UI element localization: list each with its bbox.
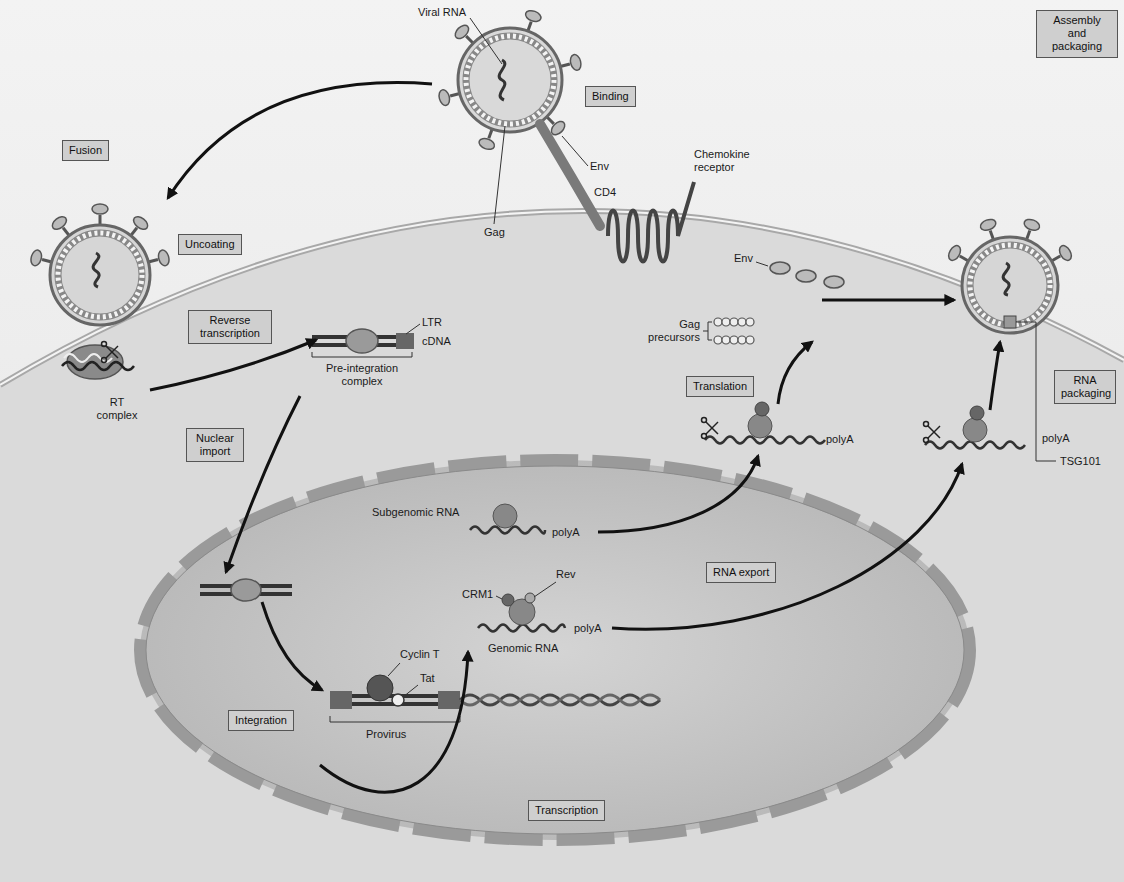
cd4-receptor	[540, 124, 600, 226]
annotation-label: polyA	[1042, 432, 1070, 445]
annotation-label: Pre-integration complex	[312, 362, 412, 388]
stage-label: Transcription	[535, 804, 598, 817]
annotation-label: CRM1	[462, 588, 493, 601]
nucleus	[140, 460, 970, 840]
annotation-label: polyA	[826, 433, 854, 446]
env-leader	[562, 136, 588, 166]
stage-label-box: Translation	[686, 376, 754, 397]
gag-leader	[494, 126, 505, 224]
annotation-label: Gag precursors	[636, 318, 700, 344]
nuclear-envelope-line	[146, 466, 964, 834]
annotation-label: RT complex	[92, 396, 142, 422]
budding-virion	[946, 217, 1074, 333]
stage-label-box: Reverse transcription	[188, 310, 272, 344]
annotation-label: Rev	[556, 568, 576, 581]
annotation-label: TSG101	[1060, 455, 1101, 468]
cell-membrane	[0, 211, 1124, 385]
stage-label: Fusion	[69, 144, 102, 157]
annotation-label: Chemokine receptor	[694, 148, 766, 174]
annotation-label: Gag	[484, 226, 505, 239]
env-proteins	[756, 262, 844, 288]
stage-label-box: Fusion	[62, 140, 109, 161]
process-arrows	[150, 83, 1000, 793]
fusing-virion	[29, 204, 170, 325]
cytoplasm	[0, 211, 1124, 882]
provirus	[330, 663, 660, 722]
annotation-label: cDNA	[422, 335, 451, 348]
stage-label-box: Binding	[585, 86, 636, 107]
imported-complex	[200, 579, 292, 601]
stage-label-box: Uncoating	[178, 234, 242, 255]
annotation-label: CD4	[594, 186, 616, 199]
stage-label-box: RNA export	[706, 562, 776, 583]
stage-label: RNA packaging	[1061, 374, 1109, 400]
stage-label-box: Assembly and packaging	[1036, 10, 1118, 58]
viral-rna-leader	[470, 18, 502, 64]
stage-label: Translation	[693, 380, 747, 393]
annotation-label: polyA	[552, 526, 580, 539]
annotation-label: Tat	[420, 672, 435, 685]
annotation-label: Env	[734, 252, 753, 265]
chemokine-receptor	[608, 182, 694, 262]
stage-label: Binding	[592, 90, 629, 103]
annotation-label: Genomic RNA	[488, 642, 558, 655]
annotation-label: LTR	[422, 316, 442, 329]
annotation-label: Env	[590, 160, 609, 173]
annotation-label: Cyclin T	[400, 648, 440, 661]
annotation-label: Provirus	[366, 728, 406, 741]
packaged-rna	[924, 406, 1026, 449]
virion	[437, 9, 582, 152]
annotation-label: Viral RNA	[418, 6, 466, 19]
rt-complex	[62, 342, 134, 380]
stage-label: Assembly and packaging	[1043, 14, 1111, 54]
stage-label: RNA export	[713, 566, 769, 579]
subgenomic-rna	[470, 504, 545, 534]
stage-label-box: RNA packaging	[1054, 370, 1116, 404]
stage-label: Nuclear import	[193, 432, 237, 458]
stage-label: Uncoating	[185, 238, 235, 251]
stage-label-box: Transcription	[528, 800, 605, 821]
stage-label: Integration	[235, 714, 287, 727]
translated-rna	[702, 402, 826, 444]
stage-label: Reverse transcription	[195, 314, 265, 340]
stage-label-box: Nuclear import	[186, 428, 244, 462]
annotation-label: polyA	[574, 622, 602, 635]
gag-precursors	[703, 318, 754, 344]
cell-membrane-core	[0, 211, 1124, 385]
annotation-label: Subgenomic RNA	[372, 506, 459, 519]
pre-integration-complex	[312, 324, 420, 357]
stage-label-box: Integration	[228, 710, 294, 731]
